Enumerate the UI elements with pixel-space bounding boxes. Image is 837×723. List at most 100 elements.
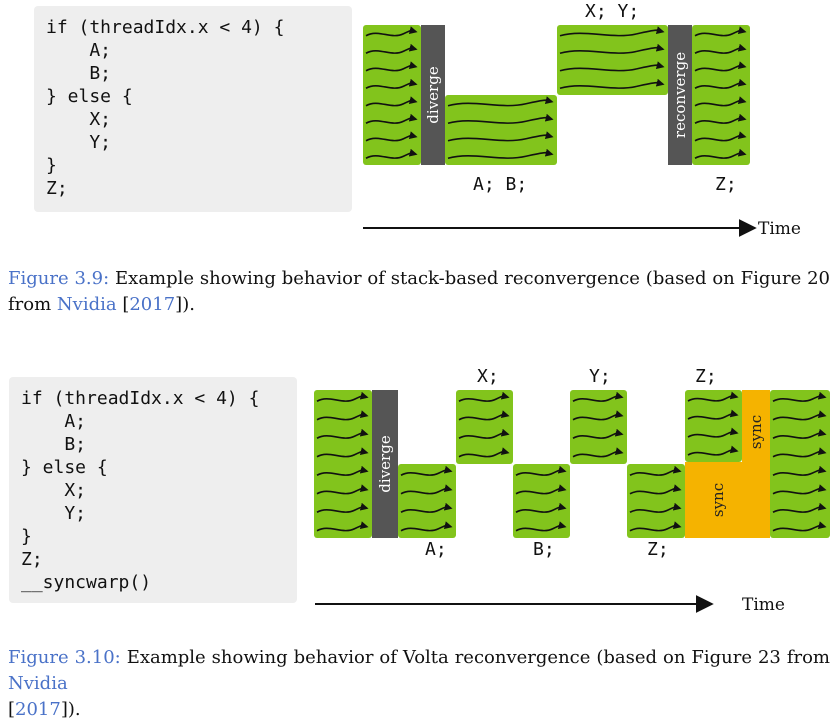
code-block-stack: if (threadIdx.x < 4) { A; B; } else { X;… bbox=[34, 6, 352, 212]
caption-bracket: ]). bbox=[60, 699, 81, 720]
figure-caption: Figure 3.9: Example showing behavior of … bbox=[8, 266, 830, 318]
diverge-label: diverge bbox=[376, 435, 394, 493]
figure-label: Figure 3.9: bbox=[8, 268, 110, 289]
code-line: __syncwarp() bbox=[21, 572, 152, 593]
stack-reconvergence-diagram: diverge reconverge X; Y; A; B; Z; Time d… bbox=[314, 1, 830, 615]
citation-link[interactable]: Nvidia bbox=[8, 673, 68, 694]
thread-arrow bbox=[515, 502, 567, 513]
label-z-bottom: Z; bbox=[647, 539, 669, 560]
thread-arrow bbox=[772, 410, 827, 421]
code-line: if (threadIdx.x < 4) { bbox=[46, 17, 285, 38]
code-line: } bbox=[46, 155, 57, 176]
label-a: A; bbox=[425, 539, 447, 560]
thread-block bbox=[770, 390, 830, 538]
thread-arrow bbox=[515, 484, 567, 495]
code-line: } bbox=[21, 526, 32, 547]
thread-arrow bbox=[400, 484, 453, 495]
thread-arrow bbox=[458, 447, 510, 458]
thread-block bbox=[570, 390, 627, 464]
thread-arrow bbox=[559, 26, 665, 37]
caption-bracket: ]). bbox=[175, 294, 195, 315]
thread-arrow bbox=[694, 96, 747, 107]
thread-block bbox=[685, 390, 742, 462]
code-line: X; bbox=[21, 480, 87, 501]
code-line: B; bbox=[46, 63, 112, 84]
thread-arrow bbox=[515, 521, 567, 532]
thread-arrow bbox=[316, 465, 369, 476]
code-line: Y; bbox=[46, 132, 112, 153]
caption-text: Example showing behavior of stack-based … bbox=[115, 268, 830, 289]
thread-arrow bbox=[572, 410, 624, 421]
figure-label: Figure 3.10: bbox=[8, 647, 121, 668]
thread-block bbox=[627, 464, 685, 538]
thread-arrow bbox=[629, 521, 682, 532]
sync-barrier bbox=[685, 390, 770, 538]
thread-arrow bbox=[559, 61, 665, 72]
thread-arrow bbox=[559, 43, 665, 55]
thread-arrow bbox=[447, 131, 554, 142]
thread-block bbox=[456, 390, 513, 464]
code-line: A; bbox=[21, 411, 87, 432]
thread-arrow bbox=[687, 427, 739, 438]
thread-arrow bbox=[772, 447, 827, 458]
citation-year-link[interactable]: 2017 bbox=[129, 294, 176, 315]
time-label: Time bbox=[758, 219, 801, 239]
thread-arrow bbox=[365, 61, 418, 72]
code-line: if (threadIdx.x < 4) { bbox=[21, 388, 260, 409]
code-line: Z; bbox=[46, 178, 68, 199]
thread-arrow bbox=[772, 428, 827, 439]
thread-arrow bbox=[572, 447, 624, 458]
citation-year-link[interactable]: 2017 bbox=[15, 699, 61, 720]
code-line: Y; bbox=[21, 503, 87, 524]
thread-arrow bbox=[365, 131, 418, 142]
label-x: X; bbox=[477, 366, 499, 387]
reconverge-bar bbox=[668, 25, 692, 165]
thread-arrow bbox=[458, 391, 510, 402]
thread-arrow bbox=[559, 78, 665, 90]
thread-arrow bbox=[365, 113, 418, 124]
code-line: } else { bbox=[46, 86, 133, 107]
thread-arrow bbox=[400, 502, 453, 513]
label-b: B; bbox=[533, 539, 555, 560]
caption-text: Example showing behavior of Volta reconv… bbox=[126, 647, 830, 668]
caption-bracket: [ bbox=[8, 699, 16, 720]
thread-arrow bbox=[365, 78, 418, 89]
thread-arrow bbox=[447, 96, 554, 107]
figure-caption: Figure 3.10: Example showing behavior of… bbox=[8, 645, 830, 723]
citation-link[interactable]: Nvidia bbox=[56, 294, 117, 315]
thread-arrow bbox=[629, 502, 682, 513]
label-z-top: Z; bbox=[695, 366, 717, 387]
thread-arrow bbox=[365, 43, 418, 54]
thread-arrow bbox=[316, 447, 369, 458]
thread-arrow bbox=[316, 391, 369, 402]
thread-arrow bbox=[447, 148, 554, 160]
code-line: B; bbox=[21, 434, 87, 455]
thread-arrow bbox=[572, 428, 624, 439]
code-line: A; bbox=[46, 40, 112, 61]
thread-arrow bbox=[458, 428, 510, 439]
thread-arrow bbox=[316, 521, 369, 532]
caption-text: from bbox=[8, 294, 52, 315]
thread-arrow bbox=[515, 465, 567, 476]
thread-arrow bbox=[772, 484, 827, 495]
thread-arrow bbox=[694, 113, 747, 124]
thread-block bbox=[314, 390, 372, 538]
thread-arrow bbox=[687, 445, 739, 456]
thread-arrow bbox=[772, 465, 827, 476]
thread-block bbox=[557, 25, 668, 95]
code-line: Z; bbox=[21, 549, 43, 570]
thread-arrow bbox=[694, 61, 747, 72]
thread-block bbox=[692, 25, 750, 165]
thread-arrow bbox=[316, 410, 369, 421]
diverge-bar bbox=[421, 25, 445, 165]
caption-bracket: [ bbox=[122, 294, 130, 315]
thread-arrow bbox=[400, 521, 453, 532]
thread-arrow bbox=[365, 26, 418, 37]
code-line: } else { bbox=[21, 457, 108, 478]
thread-arrow bbox=[687, 391, 739, 402]
thread-arrow bbox=[772, 502, 827, 513]
diverge-label: diverge bbox=[424, 66, 442, 124]
thread-arrow bbox=[400, 465, 453, 476]
code-block-volta: if (threadIdx.x < 4) { A; B; } else { X;… bbox=[9, 377, 297, 603]
thread-block bbox=[513, 464, 570, 538]
